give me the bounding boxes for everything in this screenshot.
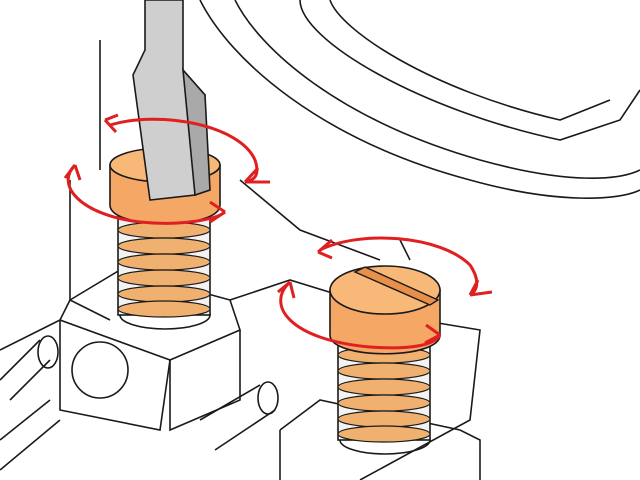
- left-screw-threads: [117, 221, 211, 318]
- screwdriver-icon: [132, 0, 211, 201]
- screw-slot: [353, 266, 440, 306]
- rotation-arrow-icon: [109, 117, 259, 184]
- right-screw: [329, 265, 441, 443]
- right-screw-threads: [337, 346, 431, 443]
- rotation-arrows: [63, 113, 493, 350]
- left-screw: [109, 147, 221, 318]
- rotation-arrow-icon: [319, 236, 479, 297]
- rotation-arrow-icon: [66, 163, 226, 225]
